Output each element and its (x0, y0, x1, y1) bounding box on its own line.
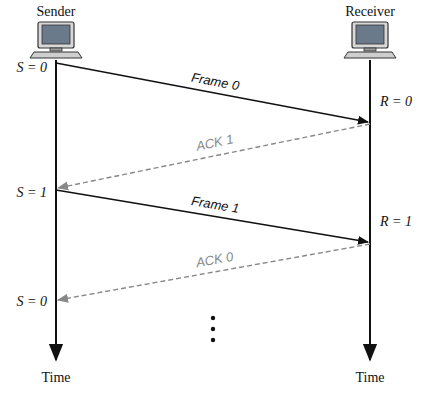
ack-arrow (58, 124, 370, 188)
ack-label: ACK 0 (193, 249, 236, 270)
continuation-dots (211, 316, 215, 342)
axis-label: Time (355, 370, 384, 385)
computer-icon (30, 22, 82, 58)
station-name: Sender (37, 4, 76, 19)
frame-label: Frame 0 (188, 70, 242, 94)
computer-icon (344, 22, 396, 58)
sequence-state: S = 0 (17, 294, 47, 309)
frame-arrow (56, 63, 368, 122)
axis-label: Time (41, 370, 70, 385)
ack-label: ACK 1 (193, 132, 237, 154)
sequence-state: R = 1 (380, 214, 412, 229)
station-name: Receiver (345, 4, 395, 19)
sequence-state: S = 1 (17, 185, 47, 200)
frame-arrow (56, 190, 368, 242)
time-axis (369, 60, 371, 360)
ack-arrow (58, 244, 370, 300)
time-axis (55, 60, 57, 360)
sequence-state: R = 0 (380, 94, 412, 109)
sequence-state: S = 0 (17, 60, 47, 75)
